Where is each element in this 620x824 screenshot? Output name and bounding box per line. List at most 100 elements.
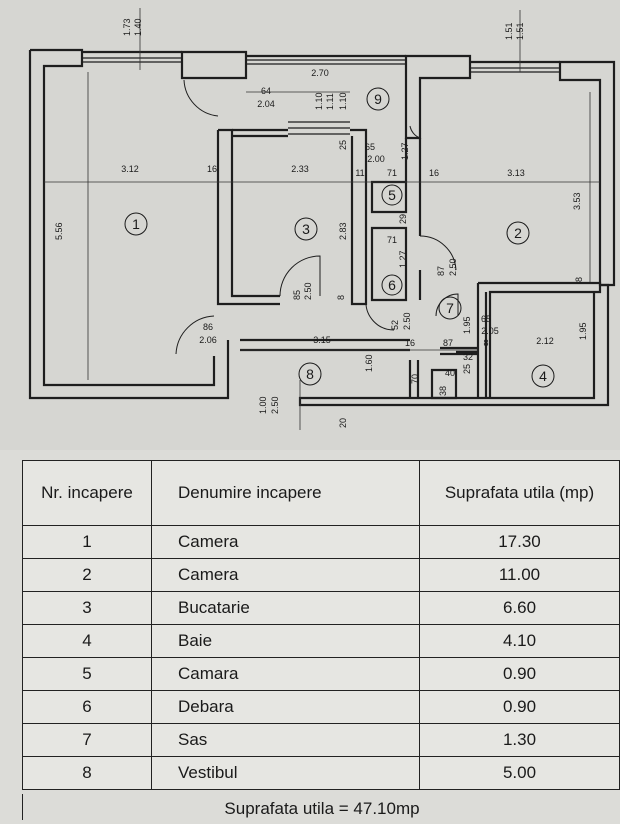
room-number-cell: 3 xyxy=(22,591,152,625)
dim-label: 1.40 xyxy=(133,18,143,36)
dim-label: 1.27 xyxy=(400,142,410,160)
room-6-label: 6 xyxy=(388,277,396,293)
room-number-cell: 6 xyxy=(22,690,152,724)
dim-label: 2.00 xyxy=(367,154,385,164)
room-1-marker xyxy=(124,212,148,236)
dim-label: 1.51 xyxy=(515,22,525,40)
room-6-marker xyxy=(381,274,403,296)
dim-label: 2.50 xyxy=(270,396,280,414)
dimension-labels-vertical: 1.73 1.40 1.51 1.51 1.10 1.11 1.10 25 1.… xyxy=(54,18,588,428)
room-2-label: 2 xyxy=(514,225,522,241)
total-usable-area: Suprafata utila = 47.10mp xyxy=(22,794,620,820)
header-room-name: Denumire incapere xyxy=(151,460,420,526)
room-number-cell: 2 xyxy=(22,558,152,592)
dim-label: 2.06 xyxy=(199,335,217,345)
dim-label: 1.11 xyxy=(325,93,335,110)
dim-label: 3.12 xyxy=(121,164,139,174)
dim-label: 8 xyxy=(574,277,584,282)
room-8-marker xyxy=(298,362,322,386)
dim-label: 16 xyxy=(207,164,217,174)
dim-label: 38 xyxy=(438,386,448,396)
room-area-cell: 0.90 xyxy=(419,690,620,724)
dim-label: 87 xyxy=(436,266,446,276)
room-name-cell: Vestibul xyxy=(151,756,420,790)
room-number-cell: 7 xyxy=(22,723,152,757)
dim-label: 8 xyxy=(483,338,488,348)
header-room-number: Nr. incapere xyxy=(22,460,152,526)
room-7-label: 7 xyxy=(446,300,454,316)
room-markers: 1 2 3 4 5 6 7 8 9 xyxy=(124,87,555,388)
dim-label: 1.73 xyxy=(122,18,132,36)
room-area-cell: 11.00 xyxy=(419,558,620,592)
floor-plan-area: 1 2 3 4 5 6 7 8 9 2.70 64 2.04 65 2.00 3… xyxy=(28,8,616,430)
header-usable-area: Suprafata utila (mp) xyxy=(419,460,620,526)
dim-label: 64 xyxy=(261,86,271,96)
dim-label: 70 xyxy=(410,374,420,384)
dim-label: 20 xyxy=(338,418,348,428)
dim-label: 1.95 xyxy=(578,322,588,340)
dim-label: 2.83 xyxy=(338,222,348,240)
dim-label: 1.10 xyxy=(338,92,348,110)
dim-label: 2.70 xyxy=(311,68,329,78)
room-area-cell: 6.60 xyxy=(419,591,620,625)
dim-label: 1.27 xyxy=(398,250,408,268)
room-3-label: 3 xyxy=(302,221,310,237)
floor-plan: 1 2 3 4 5 6 7 8 9 2.70 64 2.04 65 2.00 3… xyxy=(28,8,616,430)
dim-label: 71 xyxy=(387,168,397,178)
room-name-cell: Sas xyxy=(151,723,420,757)
table-row: 7 Sas 1.30 xyxy=(22,723,620,757)
room-8-label: 8 xyxy=(306,366,314,382)
dim-label: 86 xyxy=(203,322,213,332)
room-4-label: 4 xyxy=(539,368,547,384)
dim-label: 1.51 xyxy=(504,22,514,40)
table-row: 4 Baie 4.10 xyxy=(22,624,620,658)
room-name-cell: Bucatarie xyxy=(151,591,420,625)
dim-label: 3.13 xyxy=(507,168,525,178)
room-9-label: 9 xyxy=(374,91,382,107)
room-3-marker xyxy=(294,217,318,241)
table-row: 1 Camera 17.30 xyxy=(22,525,620,559)
table-row: 6 Debara 0.90 xyxy=(22,690,620,724)
dim-label: 29 xyxy=(398,214,408,224)
table-header-row: Nr. incapere Denumire incapere Suprafata… xyxy=(22,460,620,526)
room-number-cell: 4 xyxy=(22,624,152,658)
dim-label: 2.50 xyxy=(448,258,458,276)
room-name-cell: Camara xyxy=(151,657,420,691)
dim-label: 65 xyxy=(365,142,375,152)
table-row: 5 Camara 0.90 xyxy=(22,657,620,691)
room-number-cell: 8 xyxy=(22,756,152,790)
dim-label: 71 xyxy=(387,235,397,245)
room-number-cell: 1 xyxy=(22,525,152,559)
table-row: 8 Vestibul 5.00 xyxy=(22,756,620,790)
room-name-cell: Debara xyxy=(151,690,420,724)
table-row: 3 Bucatarie 6.60 xyxy=(22,591,620,625)
dim-label: 32 xyxy=(463,352,473,362)
room-5-label: 5 xyxy=(388,187,396,203)
dim-label: 2.50 xyxy=(303,282,313,300)
room-area-cell: 1.30 xyxy=(419,723,620,757)
room-name-cell: Camera xyxy=(151,525,420,559)
dim-label: 3.53 xyxy=(572,192,582,210)
dim-label: 2.12 xyxy=(536,336,554,346)
room-area-cell: 5.00 xyxy=(419,756,620,790)
dim-label: 1.10 xyxy=(314,92,324,110)
room-area-cell: 0.90 xyxy=(419,657,620,691)
interior-walls xyxy=(216,121,488,400)
dim-label: 25 xyxy=(338,140,348,150)
dim-label: 2.04 xyxy=(257,99,275,109)
room-7-marker xyxy=(438,296,462,320)
dim-label: 2.50 xyxy=(402,312,412,330)
dim-label: 5.56 xyxy=(54,222,64,240)
dim-label: 2.05 xyxy=(481,326,499,336)
room-area-cell: 17.30 xyxy=(419,525,620,559)
dimension-lines xyxy=(44,8,600,430)
dim-label: 16 xyxy=(405,338,415,348)
dim-label: 11 xyxy=(355,168,364,178)
outer-walls xyxy=(28,48,616,407)
dim-label: 1.60 xyxy=(364,354,374,372)
dim-label: 2.33 xyxy=(291,164,309,174)
room-1-label: 1 xyxy=(132,216,140,232)
dim-label: 1.95 xyxy=(462,316,472,334)
room-name-cell: Camera xyxy=(151,558,420,592)
dim-label: 85 xyxy=(292,290,302,300)
